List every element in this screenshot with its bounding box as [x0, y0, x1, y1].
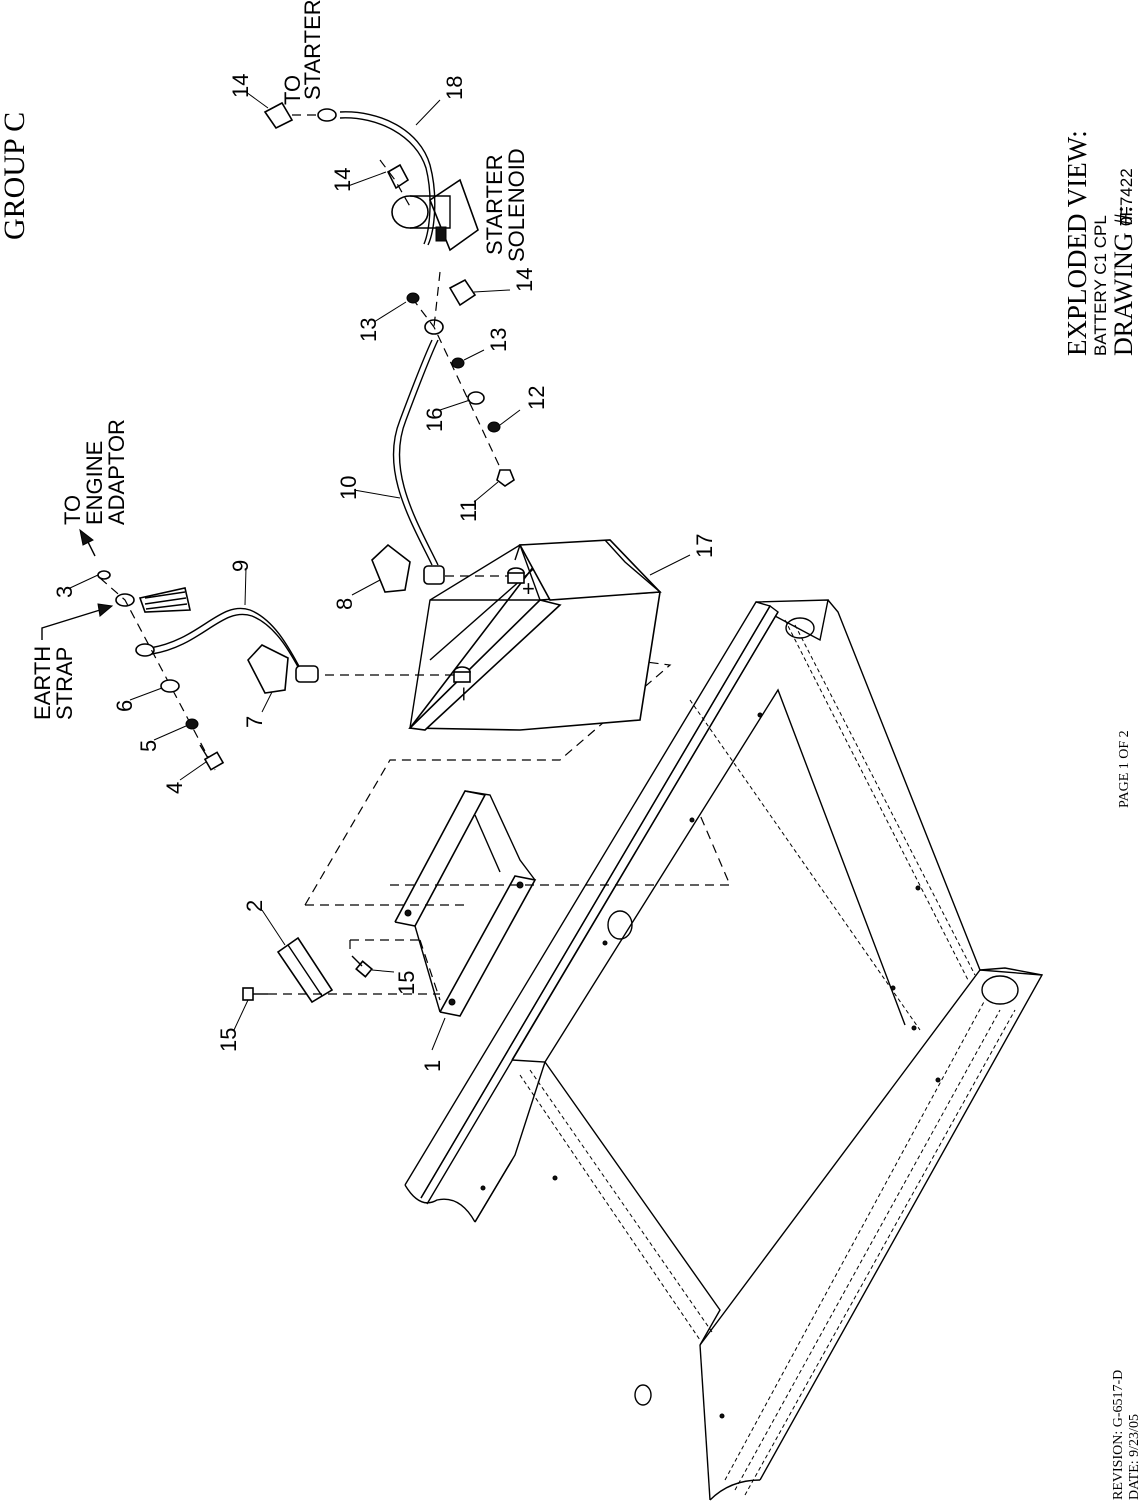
battery: + _	[408, 539, 662, 731]
battery-tray	[394, 790, 537, 1017]
callout-11: 11	[456, 499, 481, 522]
title-subtitle: BATTERY C1 CPL	[1091, 215, 1110, 356]
callout-18: 18	[442, 76, 467, 100]
lockwasher-12	[487, 421, 501, 433]
label-starter-solenoid: STARTER SOLENOID	[482, 148, 529, 262]
callouts: 1 2 3 4 5 6 7 8 9 10 11 12 13 13 14 14 1	[52, 74, 717, 1072]
svg-text:STARTER: STARTER	[482, 154, 507, 255]
callout-16: 16	[422, 408, 447, 432]
lockwasher-5	[185, 718, 199, 730]
nut-11	[496, 469, 515, 487]
callout-8: 8	[332, 598, 357, 610]
label-to-starter: TO STARTER	[280, 0, 325, 105]
callout-10: 10	[336, 476, 361, 500]
nut-13a	[406, 292, 420, 304]
revision: REVISION: G-6517-D	[1111, 1370, 1126, 1500]
title-heading: EXPLODED VIEW:	[1062, 130, 1092, 356]
svg-text:ADAPTOR: ADAPTOR	[104, 419, 129, 525]
base-frame	[404, 599, 1044, 1501]
callout-6: 6	[112, 700, 137, 712]
svg-text:TO: TO	[60, 495, 85, 525]
svg-text:TO: TO	[280, 75, 305, 105]
starter-cable	[317, 108, 436, 246]
positive-terminal-label: +	[522, 576, 535, 601]
revision-date: DATE: 9/23/05	[1127, 1414, 1138, 1500]
label-to-engine-adaptor: TO ENGINE ADAPTOR	[60, 419, 129, 525]
svg-text:SOLENOID: SOLENOID	[504, 148, 529, 262]
boot-14-lower	[448, 278, 477, 307]
positive-cable	[392, 319, 445, 585]
title-block: EXPLODED VIEW: BATTERY C1 CPL DRAWING #:…	[1062, 130, 1138, 356]
callout-15b: 15	[394, 971, 419, 995]
washer-16	[467, 391, 485, 405]
negative-cable	[135, 607, 319, 683]
earth-strap	[115, 587, 191, 613]
boot-14-top	[263, 101, 294, 130]
svg-text:STRAP: STRAP	[52, 647, 77, 720]
callout-5: 5	[136, 740, 161, 752]
callout-3: 3	[52, 586, 77, 598]
callout-2: 2	[242, 900, 267, 912]
washer-3	[97, 570, 111, 580]
callout-1: 1	[420, 1060, 445, 1072]
callout-14b: 14	[330, 168, 355, 192]
callout-9: 9	[228, 560, 253, 572]
label-earth-strap: EARTH STRAP	[30, 646, 77, 720]
bolt-4	[199, 744, 225, 771]
nut-13b	[451, 357, 465, 369]
svg-text:ENGINE: ENGINE	[82, 441, 107, 525]
callout-7: 7	[242, 716, 267, 728]
callout-12: 12	[524, 386, 549, 410]
battery-hold-down-clamp	[276, 936, 334, 1004]
bolt-15b	[349, 939, 420, 978]
callout-15a: 15	[216, 1028, 241, 1052]
starter-solenoid	[391, 178, 479, 252]
svg-text:STARTER: STARTER	[300, 0, 325, 100]
group-title: GROUP C	[0, 112, 31, 240]
terminal-cover-7	[247, 644, 289, 694]
boot-14-upper	[386, 163, 410, 190]
callout-4: 4	[162, 782, 187, 794]
callout-13a: 13	[356, 318, 381, 342]
drawing-label: DRAWING #:	[1109, 206, 1138, 356]
page-number: PAGE 1 OF 2	[1117, 730, 1132, 808]
drawing-number: 0F7422	[1117, 168, 1136, 226]
svg-text:EARTH: EARTH	[30, 646, 55, 720]
to-engine-arrow	[79, 528, 94, 546]
callout-13b: 13	[486, 328, 511, 352]
callout-17: 17	[692, 534, 717, 558]
terminal-cover-8	[371, 543, 411, 593]
washer-6	[160, 679, 180, 693]
callout-14c: 14	[512, 268, 537, 292]
negative-terminal-label: _	[440, 687, 465, 701]
